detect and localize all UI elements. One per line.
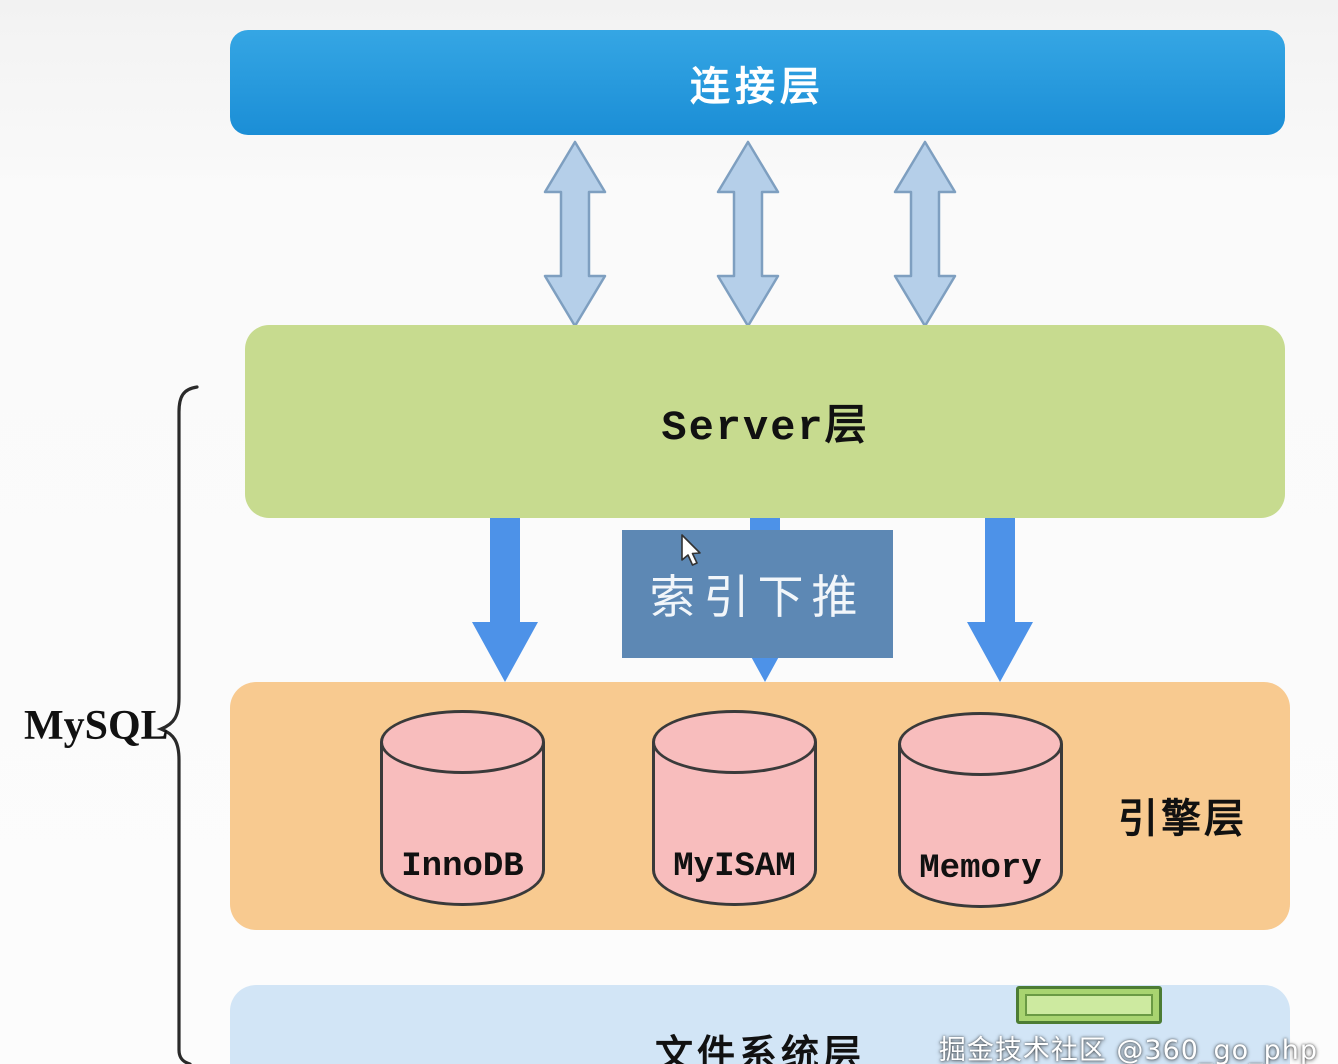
cylinder-top [652, 710, 817, 774]
cylinder-top [380, 710, 545, 774]
mouse-cursor-icon [681, 534, 701, 566]
filesystem-layer-label: 文件系统层 [654, 1032, 865, 1064]
bidirectional-arrow-left [543, 140, 607, 328]
down-arrow-right [967, 518, 1033, 682]
myisam-cylinder-icon: MyISAM [652, 710, 817, 906]
bidirectional-arrow-middle [716, 140, 780, 328]
cylinder-top [898, 712, 1063, 776]
server-layer-label: Server层 [661, 404, 869, 452]
mysql-label: MySQL [24, 703, 169, 749]
bidirectional-arrow-right [893, 140, 957, 328]
server-layer-box: Server层 [245, 325, 1285, 518]
green-file-icon-inner [1025, 994, 1153, 1016]
engine-name-innodb: InnoDB [401, 848, 524, 886]
connection-layer-label: 连接层 [690, 63, 825, 110]
engine-layer-label: 引擎层 [1118, 796, 1247, 842]
engine-name-memory: Memory [919, 850, 1042, 888]
down-arrow-left [472, 518, 538, 682]
memory-cylinder-icon: Memory [898, 712, 1063, 908]
engine-name-myisam: MyISAM [673, 848, 796, 886]
index-pushdown-overlay: 索引下推 [622, 530, 893, 658]
mysql-scope-brace [156, 385, 199, 1064]
connection-layer-box: 连接层 [230, 30, 1285, 135]
index-pushdown-label: 索引下推 [649, 570, 866, 624]
innodb-cylinder-icon: InnoDB [380, 710, 545, 906]
watermark-text: 掘金技术社区 @360_go_php [938, 1035, 1318, 1064]
green-file-icon [1016, 986, 1162, 1024]
